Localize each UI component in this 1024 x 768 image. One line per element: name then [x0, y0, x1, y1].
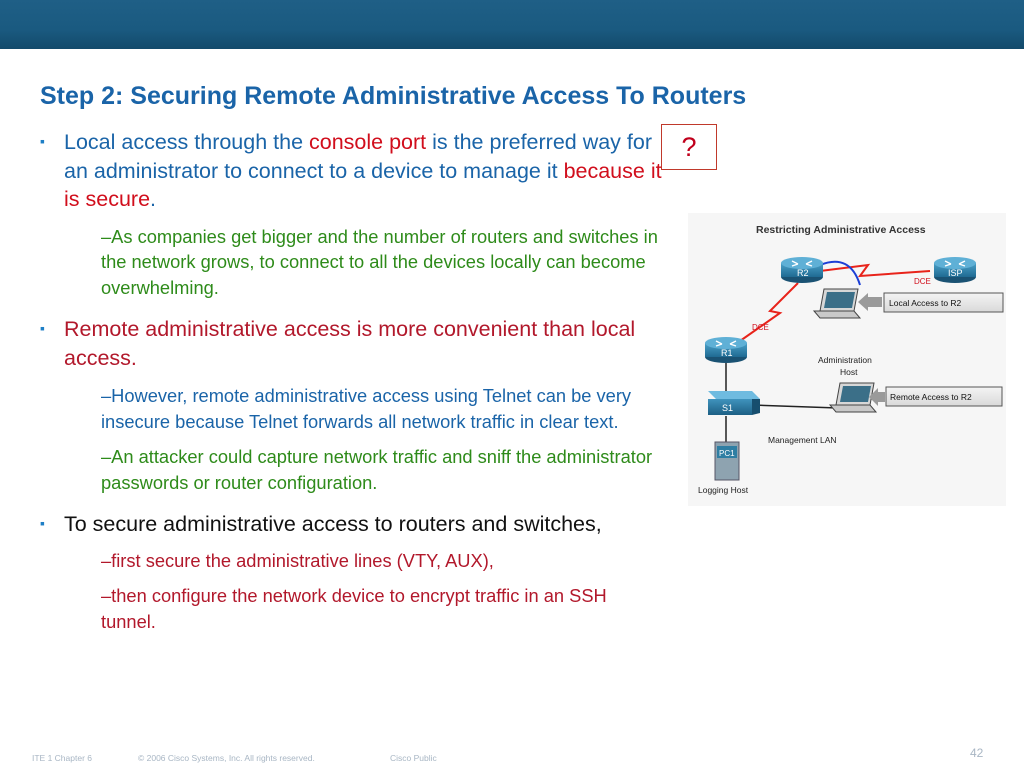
sub-bullet: –first secure the administrative lines (…	[101, 549, 494, 571]
bullet-text: Local access through the	[64, 130, 310, 154]
local-access-label: Local Access to R2	[889, 298, 962, 308]
local-access-box	[883, 292, 1004, 313]
link-s1-admin	[751, 404, 839, 409]
pc1-icon	[714, 441, 740, 481]
serial-link-r2-isp	[819, 263, 931, 278]
management-lan-label: Management LAN	[768, 435, 837, 445]
router-isp-icon	[934, 257, 976, 283]
switch-s1-icon	[708, 391, 760, 415]
sub-bullet: –However, remote administrative access u…	[101, 385, 632, 432]
laptop-admin-icon	[828, 382, 878, 413]
router-r2-icon	[781, 257, 823, 283]
dce-top-label: DCE	[914, 277, 931, 286]
remote-access-label: Remote Access to R2	[890, 392, 972, 402]
bullet-icon: ▪	[40, 133, 45, 149]
footer-classification: Cisco Public	[390, 753, 437, 763]
sub-bullet: –then configure the network device to en…	[101, 585, 607, 632]
dce-left-label: DCE	[752, 323, 769, 332]
bullet-secure-access: ▪ To secure administrative access to rou…	[40, 510, 665, 539]
bullet-icon: ▪	[40, 320, 45, 336]
question-box: ?	[661, 124, 717, 170]
serial-link-r1-r2	[739, 282, 799, 342]
router-r1-icon	[705, 337, 747, 363]
admin-host-label-line2: Host	[840, 367, 858, 377]
admin-host-label-line1: Administration	[818, 355, 872, 365]
diagram-title: Restricting Administrative Access	[756, 224, 926, 236]
footer-course: ITE 1 Chapter 6	[32, 753, 93, 763]
console-cable	[819, 260, 861, 286]
remote-access-box	[885, 386, 1003, 407]
sub-bullet: –An attacker could capture network traff…	[101, 446, 653, 493]
switch-s1-label: S1	[722, 403, 733, 413]
sub-bullet: –As companies get bigger and the number …	[101, 225, 658, 298]
bullet-text: To secure administrative access to route…	[64, 512, 602, 536]
router-r1-label: R1	[721, 348, 733, 358]
router-r2-label: R2	[797, 268, 809, 278]
slide-body: ▪ Local access through the console port …	[40, 128, 665, 634]
page-number: 42	[970, 746, 984, 760]
slide-title: Step 2: Securing Remote Administrative A…	[40, 82, 747, 110]
bullet-remote-access: ▪ Remote administrative access is more c…	[40, 315, 665, 372]
laptop-local-icon	[812, 288, 862, 319]
network-diagram: Restricting Administrative Access DCE DC…	[688, 213, 1006, 506]
arrow-remote-access	[869, 388, 885, 406]
logging-host-label: Logging Host	[698, 485, 749, 495]
bullet-icon: ▪	[40, 515, 45, 531]
bullet-text: Remote administrative access is more con…	[64, 317, 636, 370]
pc1-label: PC1	[719, 449, 735, 458]
footer-copyright: © 2006 Cisco Systems, Inc. All rights re…	[138, 753, 315, 763]
bullet-text: .	[150, 187, 157, 211]
highlight-console-port: console port	[309, 130, 427, 154]
bullet-local-access: ▪ Local access through the console port …	[40, 128, 665, 214]
router-isp-label: ISP	[948, 268, 963, 278]
bullet-text: is the preferred way for an administrato…	[64, 130, 653, 183]
header-bar	[0, 0, 1024, 49]
arrow-local-access	[858, 293, 882, 311]
highlight-secure: because it is secure	[64, 158, 662, 212]
